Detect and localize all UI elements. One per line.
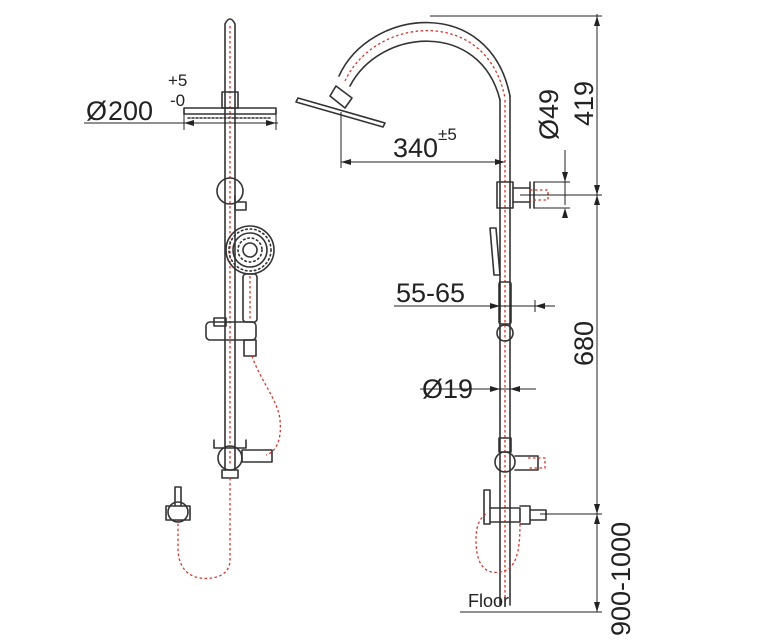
label-floor: Floor <box>468 591 509 611</box>
front-hand-shower-ring <box>232 232 268 268</box>
label-rail-diameter: Ø19 <box>422 374 473 404</box>
side-mixer-lever <box>483 489 491 525</box>
label-head-diameter: 200 <box>108 96 153 126</box>
label-head-tol-lower: -0 <box>170 91 185 110</box>
side-diverter-body <box>494 451 516 473</box>
front-hand-shower-center <box>242 242 258 258</box>
front-mixer-loop <box>177 478 231 580</box>
front-wall-mixer <box>167 501 189 523</box>
front-hose <box>251 355 282 456</box>
front-hose-connector <box>243 339 257 357</box>
front-wall-mixer-body <box>165 505 191 521</box>
side-bracket-red <box>530 189 549 201</box>
side-view <box>295 21 549 606</box>
side-gooseneck-pipe <box>338 21 511 101</box>
side-gooseneck-core <box>344 30 506 99</box>
label-pipe-diameter: Ø49 <box>534 89 564 140</box>
front-hand-shower-nozzles <box>228 228 272 272</box>
side-slide-knob <box>496 324 514 342</box>
front-valve-body <box>221 469 239 479</box>
side-handle <box>498 281 512 325</box>
side-bracket-collar <box>496 181 514 209</box>
front-holder-knob <box>213 317 227 327</box>
label-top-height: 419 <box>569 81 599 126</box>
dim-rail-arrow <box>490 386 520 392</box>
label-head-diameter-symbol: Ø <box>86 96 107 126</box>
label-rail-height: 680 <box>569 321 599 366</box>
dim-pipe-arrow <box>562 172 568 218</box>
label-head-tol-upper: +5 <box>168 71 187 90</box>
front-view <box>165 18 282 580</box>
dim-head-arrow <box>184 120 276 126</box>
side-diverter-red <box>528 457 546 469</box>
label-arm-reach: 340 <box>393 133 438 163</box>
front-diverter-lever <box>213 439 247 449</box>
front-slide-holder <box>205 321 257 341</box>
side-head-connector <box>329 85 353 109</box>
front-wall-bracket <box>216 177 244 205</box>
side-rain-head <box>295 97 386 128</box>
front-bracket-clip <box>234 195 247 211</box>
side-riser-pipe <box>499 95 511 606</box>
label-outlet-height: 900-1000 <box>606 522 636 636</box>
label-bracket-range: 55-65 <box>396 278 465 308</box>
side-mixer-body <box>489 505 547 525</box>
front-riser-pipe <box>224 18 236 471</box>
side-hand-shower <box>489 227 501 276</box>
label-arm-reach-tol: ±5 <box>438 125 457 144</box>
front-hose-nut <box>241 449 273 463</box>
side-lower-loop <box>475 513 521 573</box>
side-diverter-outlet <box>514 455 539 471</box>
dimensions <box>84 14 602 613</box>
